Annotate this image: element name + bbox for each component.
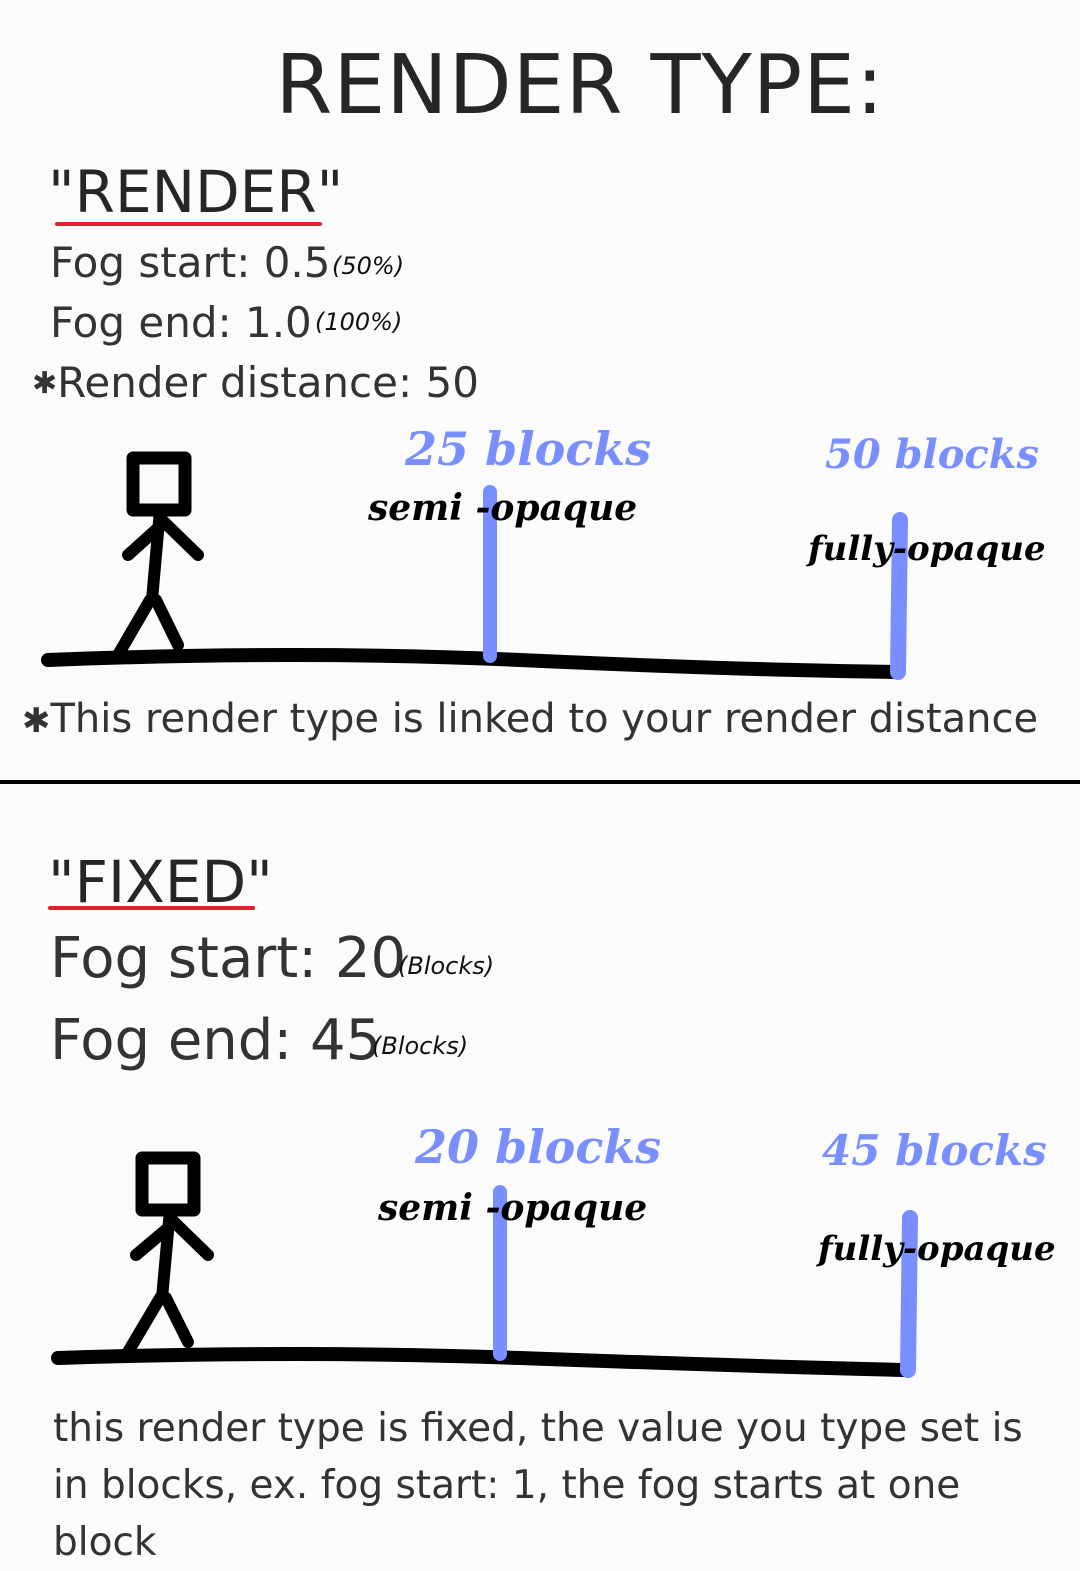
marker-50-line xyxy=(890,512,908,680)
marker-20-label: 20 blocks xyxy=(414,1120,661,1174)
fixed-fog-start-note: (Blocks) xyxy=(398,952,495,980)
stick-figure-icon xyxy=(112,451,204,661)
render-distance-line: ✱Render distance: 50 xyxy=(32,358,479,407)
fixed-heading-underline xyxy=(48,906,255,910)
render-distance: Render distance: 50 xyxy=(57,358,479,407)
marker-45-caption: fully-opaque xyxy=(816,1229,1056,1269)
asterisk-icon: ✱ xyxy=(32,366,58,401)
fixed-fog-start: Fog start: 20 xyxy=(50,926,407,991)
render-diagram: 25 blocks 50 blocks semi -opaque fully-o… xyxy=(41,422,1046,680)
marker-25-caption: semi -opaque xyxy=(367,487,637,529)
ground-line xyxy=(51,1347,912,1377)
render-footnote: This render type is linked to your rende… xyxy=(50,696,1039,742)
render-heading: "RENDER" xyxy=(48,158,344,226)
fixed-footnote: this render type is fixed, the value you… xyxy=(53,1406,1023,1565)
marker-50-caption: fully-opaque xyxy=(806,529,1046,569)
render-heading-underline xyxy=(55,222,322,226)
asterisk-icon: ✱ xyxy=(22,701,51,741)
marker-20-caption: semi -opaque xyxy=(377,1187,647,1229)
section-divider xyxy=(0,780,1080,784)
fixed-heading: "FIXED" xyxy=(48,848,273,916)
marker-45-label: 45 blocks xyxy=(822,1126,1047,1175)
page-title: RENDER TYPE: xyxy=(275,38,885,133)
marker-25-label: 25 blocks xyxy=(404,422,651,476)
marker-45-line xyxy=(900,1210,918,1378)
marker-50-label: 50 blocks xyxy=(825,431,1039,478)
fixed-diagram: 20 blocks 45 blocks semi -opaque fully-o… xyxy=(51,1120,1056,1378)
stick-figure-icon xyxy=(122,1151,214,1358)
fixed-fog-end-note: (Blocks) xyxy=(372,1032,469,1060)
ground-line xyxy=(41,648,902,679)
render-footnote-line: ✱This render type is linked to your rend… xyxy=(22,696,1038,742)
fixed-fog-end: Fog end: 45 xyxy=(50,1008,382,1073)
render-fog-end-note: (100%) xyxy=(315,308,403,336)
render-fog-end: Fog end: 1.0 xyxy=(50,298,312,347)
render-fog-start-note: (50%) xyxy=(332,252,405,280)
render-fog-start: Fog start: 0.5 xyxy=(50,238,331,287)
